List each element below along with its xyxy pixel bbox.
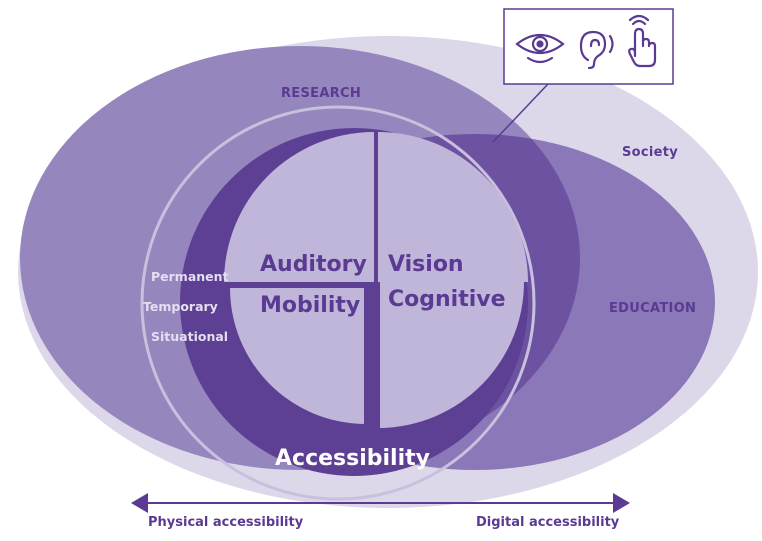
permanent-label: Permanent: [151, 269, 229, 284]
society-label: Society: [622, 145, 678, 160]
eye-icon: [515, 33, 565, 64]
axis-arrow-right-head: [613, 493, 630, 513]
accessibility-label: Accessibility: [275, 446, 430, 471]
quadrant-auditory: [224, 132, 374, 282]
icon-box: [503, 8, 674, 85]
quadrant-auditory-label: Auditory: [260, 252, 367, 277]
quadrant-vision-label: Vision: [388, 252, 464, 277]
quadrant-mobility: [230, 288, 364, 424]
axis-arrow-left-head: [131, 493, 148, 513]
quadrant-cognitive: [380, 282, 524, 428]
axis-arrow: [131, 493, 630, 513]
research-label: RESEARCH: [281, 86, 361, 101]
quadrant-cognitive-label: Cognitive: [388, 287, 506, 312]
touch-hand-icon: [628, 14, 657, 68]
physical-accessibility-label: Physical accessibility: [148, 515, 304, 530]
quadrant-vision: [378, 132, 528, 282]
digital-accessibility-label: Digital accessibility: [476, 515, 620, 530]
education-label: EDUCATION: [609, 301, 696, 316]
situational-label: Situational: [151, 329, 228, 344]
accessibility-ring-border: [140, 105, 536, 501]
ear-icon: [579, 30, 614, 70]
quadrant-mobility-label: Mobility: [260, 293, 360, 318]
icon-callout-line: [492, 83, 549, 143]
temporary-label: Temporary: [143, 299, 218, 314]
